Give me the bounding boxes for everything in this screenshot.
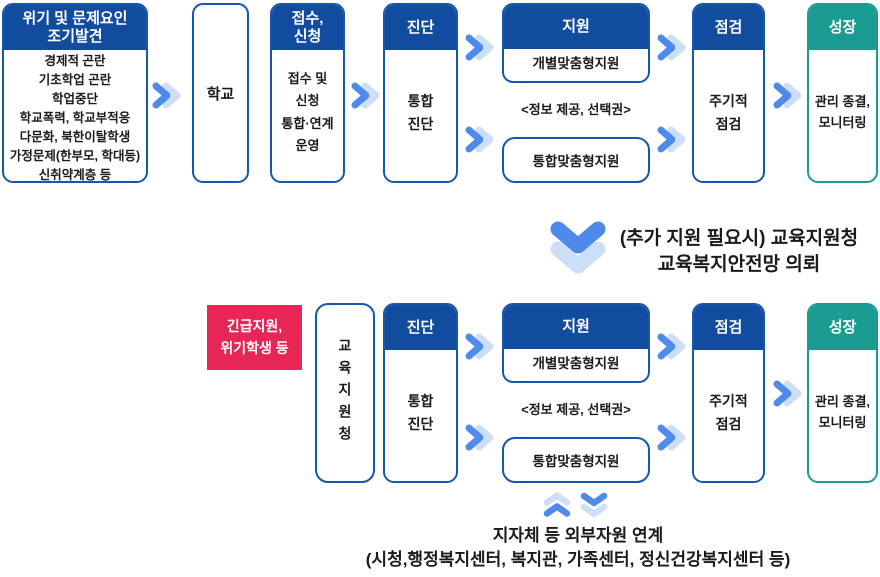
support-note: <정보 제공, 선택권> — [521, 102, 631, 117]
growth-box-title: 성장 — [809, 305, 876, 350]
education-office-label: 교육지원청 — [337, 338, 353, 448]
chevron-down-large-icon — [550, 221, 606, 274]
growth-box-body: 관리 종결, 모니터링 — [814, 393, 871, 430]
crisis-item: 신취약계층 등 — [38, 168, 112, 182]
diagnosis-box-top: 진단 통합 진단 — [383, 3, 458, 183]
intake-box: 접수, 신청 접수 및 신청 통합·연계 운영 — [270, 3, 345, 183]
crisis-item: 학업중단 — [51, 92, 98, 106]
support-note: <정보 제공, 선택권> — [521, 402, 631, 417]
support-box-title: 지원 — [504, 5, 648, 49]
crisis-item: 경제적 곤란 — [44, 54, 106, 68]
chevron-right-icon — [465, 126, 494, 153]
chevron-right-icon — [351, 82, 380, 109]
support-integrated-box-bottom: 통합맞춤형지원 — [502, 437, 650, 483]
support-integrated-box-top: 통합맞춤형지원 — [502, 137, 650, 183]
crisis-item-list: 경제적 곤란 기초학업 곤란 학업중단 학교폭력, 학교부적응 다문화, 북한이… — [4, 50, 146, 182]
check-box-bottom: 점검 주기적 점검 — [692, 303, 765, 483]
chevron-right-icon — [465, 333, 494, 360]
growth-box-top: 성장 관리 종결, 모니터링 — [807, 3, 878, 183]
chevron-right-icon — [773, 380, 802, 407]
chevron-right-icon — [657, 333, 686, 360]
chevron-right-icon — [773, 82, 802, 109]
support-individual-label: 개별맞춤형지원 — [532, 356, 620, 372]
external-link-caption: 지자체 등 외부자원 연계 — [492, 526, 664, 545]
support-box-bottom: 지원 개별맞춤형지원 — [502, 303, 650, 383]
diagnosis-box-title: 진단 — [385, 5, 456, 50]
school-box-label: 학교 — [206, 85, 235, 103]
crisis-box-title: 위기 및 문제요인 조기발견 — [4, 5, 146, 50]
diagnosis-box-bottom: 진단 통합 진단 — [383, 303, 458, 483]
crisis-item: 다문화, 북한이탈학생 — [19, 130, 131, 144]
support-individual-label: 개별맞춤형지원 — [532, 56, 620, 72]
external-link-detail: (시청,행정복지센터, 복지관, 가족센터, 정신건강복지센터 등) — [365, 550, 791, 569]
check-box-body: 주기적 점검 — [709, 93, 748, 132]
emergency-box: 긴급지원, 위기학생 등 — [207, 305, 302, 370]
check-box-title: 점검 — [694, 5, 763, 50]
check-box-top: 점검 주기적 점검 — [692, 3, 765, 183]
crisis-item: 기초학업 곤란 — [38, 73, 112, 87]
referral-caption: (추가 지원 필요시) 교육지원청 교육복지안전망 의뢰 — [619, 228, 859, 275]
chevron-down-icon — [580, 492, 608, 518]
check-box-title: 점검 — [694, 305, 763, 350]
education-office-box: 교육지원청 — [315, 303, 375, 483]
chevron-up-icon — [543, 492, 571, 517]
crisis-item: 학교폭력, 학교부적응 — [19, 111, 131, 125]
diagnosis-box-body: 통합 진단 — [407, 393, 434, 432]
growth-box-title: 성장 — [809, 5, 876, 50]
check-box-body: 주기적 점검 — [709, 393, 748, 432]
diagnosis-box-title: 진단 — [385, 305, 456, 350]
chevron-right-icon — [465, 34, 494, 61]
support-box-title: 지원 — [504, 305, 648, 349]
chevron-right-icon — [657, 126, 686, 153]
growth-box-body: 관리 종결, 모니터링 — [814, 93, 871, 130]
chevron-right-icon — [657, 34, 686, 61]
growth-box-bottom: 성장 관리 종결, 모니터링 — [807, 303, 878, 483]
intake-box-body: 접수 및 신청 통합·연계 운영 — [281, 71, 334, 153]
crisis-box: 위기 및 문제요인 조기발견 경제적 곤란 기초학업 곤란 학업중단 학교폭력,… — [2, 3, 148, 183]
chevron-right-icon — [465, 424, 494, 451]
diagnosis-box-body: 통합 진단 — [407, 93, 434, 132]
chevron-right-icon — [657, 424, 686, 451]
school-box: 학교 — [192, 3, 249, 183]
support-box-top: 지원 개별맞춤형지원 — [502, 3, 650, 83]
chevron-right-icon — [152, 82, 181, 109]
crisis-item: 가정문제(한부모, 학대등) — [9, 149, 141, 163]
intake-box-title: 접수, 신청 — [272, 5, 343, 50]
